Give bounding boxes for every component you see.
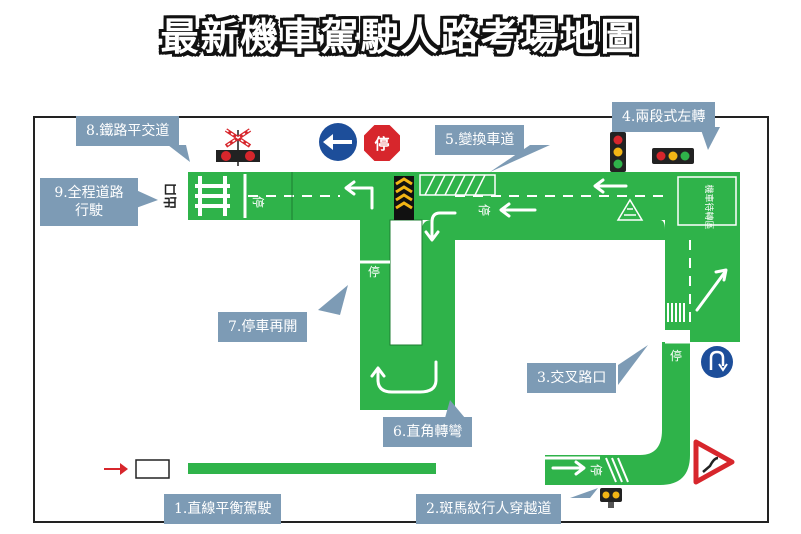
right-descending-road	[545, 330, 690, 485]
station-label-3: 3.交叉路口	[527, 363, 617, 393]
label6-pointer	[445, 400, 465, 418]
exit-text: 出口	[163, 183, 179, 209]
arrow-left-icon-2	[499, 202, 537, 218]
station-label-9: 9.全程道路行駛	[40, 178, 138, 226]
inner-connector	[455, 220, 665, 240]
label7-pointer	[318, 285, 348, 315]
traffic-light-vertical-icon	[610, 132, 626, 172]
u-loop-median	[389, 219, 423, 346]
zebra-crossing	[605, 457, 629, 483]
lane-change-hatch	[419, 174, 496, 196]
label9-pointer	[136, 190, 158, 208]
station-label-1: 1.直線平衡駕駛	[164, 494, 282, 524]
road-network	[188, 172, 740, 485]
station-label-8: 8.鐵路平交道	[76, 116, 180, 146]
start-box	[135, 459, 170, 479]
balance-lane	[188, 463, 436, 474]
stop-sign-text: 停	[374, 135, 389, 153]
crosswalk-intersection	[667, 303, 685, 322]
stop-mark-rail: 停	[251, 196, 266, 208]
label2-pointer	[570, 488, 598, 498]
station-label-6: 6.直角轉彎	[383, 417, 473, 447]
stop-mark-loop: 停	[368, 264, 380, 279]
corner-hatch	[616, 198, 644, 221]
stop-mark-intersection: 停	[670, 348, 682, 363]
label5-pointer	[490, 145, 550, 172]
stop-sign-icon	[362, 123, 402, 163]
course-boundary	[33, 116, 769, 523]
station-label-4: 4.兩段式左轉	[612, 102, 716, 132]
station-label-5: 5.變換車道	[435, 125, 525, 155]
label3-pointer	[618, 345, 648, 385]
label4-pointer	[700, 127, 720, 150]
left-arrow-sign-icon	[319, 123, 357, 161]
station-label-7: 7.停車再開	[218, 312, 308, 342]
traffic-light-horizontal-icon	[652, 148, 694, 164]
lane-dashes	[248, 195, 691, 330]
stop-mark-zebra: 停	[589, 464, 604, 476]
station-label-2: 2.斑馬紋行人穿越道	[416, 494, 562, 524]
right-curve-warning-icon	[693, 439, 735, 485]
arrow-diagonal-icon	[695, 268, 728, 312]
railway-crossing-signal-icon	[216, 128, 260, 166]
page-title: 最新機車駕駛人路考場地圖	[160, 15, 641, 59]
stop-mark-lane: 停	[477, 204, 492, 216]
stop-lines	[243, 174, 690, 460]
arrow-turn-left-icon	[344, 180, 374, 210]
label8-pointer	[168, 145, 190, 162]
arrow-left-icon	[593, 178, 628, 194]
start-arrow-icon	[104, 463, 128, 475]
arrow-u-turn-icon	[370, 360, 438, 394]
waiting-zone-box	[677, 176, 737, 226]
pedestrian-signal-icon	[600, 488, 622, 508]
waiting-zone-text: 機車待轉區	[703, 184, 715, 229]
arrow-down-curve-icon	[424, 211, 457, 242]
u-turn-sign-icon	[701, 346, 733, 378]
u-loop-road	[360, 220, 455, 410]
arrow-right-icon	[551, 460, 586, 476]
rail-crossing	[195, 176, 230, 216]
hazard-post-icon	[394, 176, 414, 220]
